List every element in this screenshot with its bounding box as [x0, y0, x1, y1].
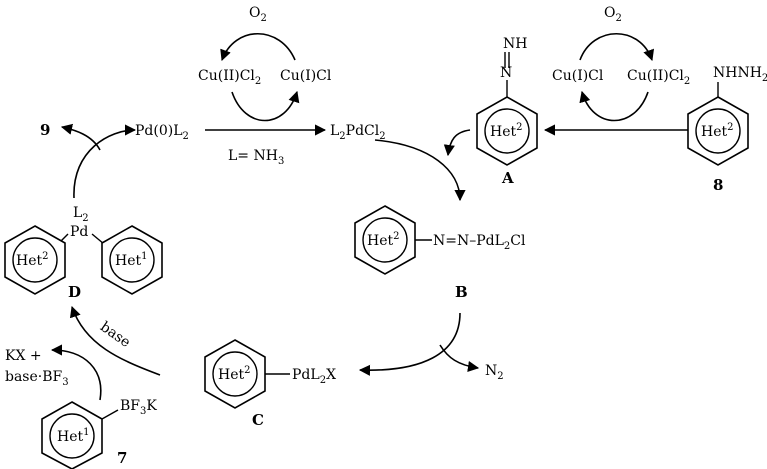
compound-A-n: N	[500, 65, 512, 81]
o2-label-left: O2	[249, 5, 267, 24]
compound-7-het: Het1	[57, 427, 90, 445]
compound-B: Het2 N=N–PdL2Cl B	[354, 205, 526, 301]
B-to-C-arrow	[358, 312, 461, 376]
compound-D: L2 Pd Het2 Het1 D	[4, 205, 163, 301]
A-joining-arrow	[443, 129, 471, 157]
compound-C: Het2 PdL2X C	[204, 339, 336, 429]
compound-7-group: BF3K	[120, 398, 157, 417]
ligand-note: L= NH3	[228, 148, 284, 167]
base-label: base	[97, 319, 133, 351]
cycle-arrow-bottom-right	[579, 90, 649, 122]
compound-A-het: Het2	[490, 122, 523, 140]
compound-D-pd: Pd	[70, 224, 88, 240]
n2-release-arrow	[439, 344, 480, 373]
compound-7-label: 7	[117, 449, 127, 467]
compound-A: NH N Het2 A	[476, 36, 538, 187]
compound-8-ring-inner	[695, 108, 741, 154]
o2-label-right: O2	[604, 5, 622, 24]
compound-C-label: C	[252, 411, 264, 429]
compound-D-ring-left-inner	[12, 237, 58, 283]
compound-C-group: PdL2X	[292, 367, 336, 386]
l2pdcl2-label: L2PdCl2	[330, 123, 386, 142]
compound-D-ligand: L2	[73, 205, 89, 224]
compound-C-het: Het2	[218, 365, 251, 383]
cycle-arrow-bottom-left	[231, 90, 300, 122]
compound-D-ring-right-inner	[109, 237, 155, 283]
compound-A-ring-inner	[484, 108, 530, 154]
cu2cl2-label-left: Cu(II)Cl2	[198, 68, 261, 87]
compound-7: Het1 BF3K 7	[41, 398, 157, 469]
cycle-arrow-top-left	[220, 33, 296, 62]
byproduct-line1: KX +	[5, 348, 42, 364]
compound-8-group: NHNH2	[713, 65, 767, 84]
copper-cycle-right: O2 Cu(I)Cl Cu(II)Cl2	[552, 5, 690, 122]
compound-7-ring-inner	[49, 413, 95, 459]
compound-9-label: 9	[40, 121, 50, 139]
compound-D-het1: Het1	[115, 251, 148, 269]
compound-C-ring-inner	[212, 351, 258, 397]
D-to-pd0-arrow	[73, 124, 137, 199]
compound-A-label: A	[501, 169, 514, 187]
pdcl2-to-B-arrow	[374, 139, 466, 202]
compound-A-nh: NH	[503, 36, 527, 52]
cu1cl-label-right: Cu(I)Cl	[552, 68, 604, 84]
bond-7	[101, 409, 119, 420]
compound-B-label: B	[455, 283, 468, 301]
copper-cycle-left: O2 Cu(II)Cl2 Cu(I)Cl	[198, 5, 332, 122]
n2-label: N2	[485, 363, 504, 382]
compound-B-het: Het2	[367, 231, 400, 249]
cu2cl2-label-right: Cu(II)Cl2	[627, 68, 690, 87]
compound-D-label: D	[68, 283, 81, 301]
cycle-arrow-top-right	[579, 32, 655, 62]
compound-B-chain: N=N–PdL2Cl	[433, 233, 526, 252]
compound-8-het: Het2	[701, 122, 734, 140]
compound-8-label: 8	[713, 176, 723, 194]
byproduct-line2: base·BF3	[5, 369, 69, 388]
compound-D-het2: Het2	[16, 251, 49, 269]
C-to-D-arrow	[69, 305, 161, 376]
pd0-label: Pd(0)L2	[135, 123, 189, 142]
release-9-arrow	[60, 123, 101, 151]
cu1cl-label-left: Cu(I)Cl	[280, 68, 332, 84]
compound-8: NHNH2 Het2 8	[687, 65, 767, 194]
7-joining-arrow	[50, 344, 102, 401]
compound-B-ring-inner	[362, 217, 408, 263]
